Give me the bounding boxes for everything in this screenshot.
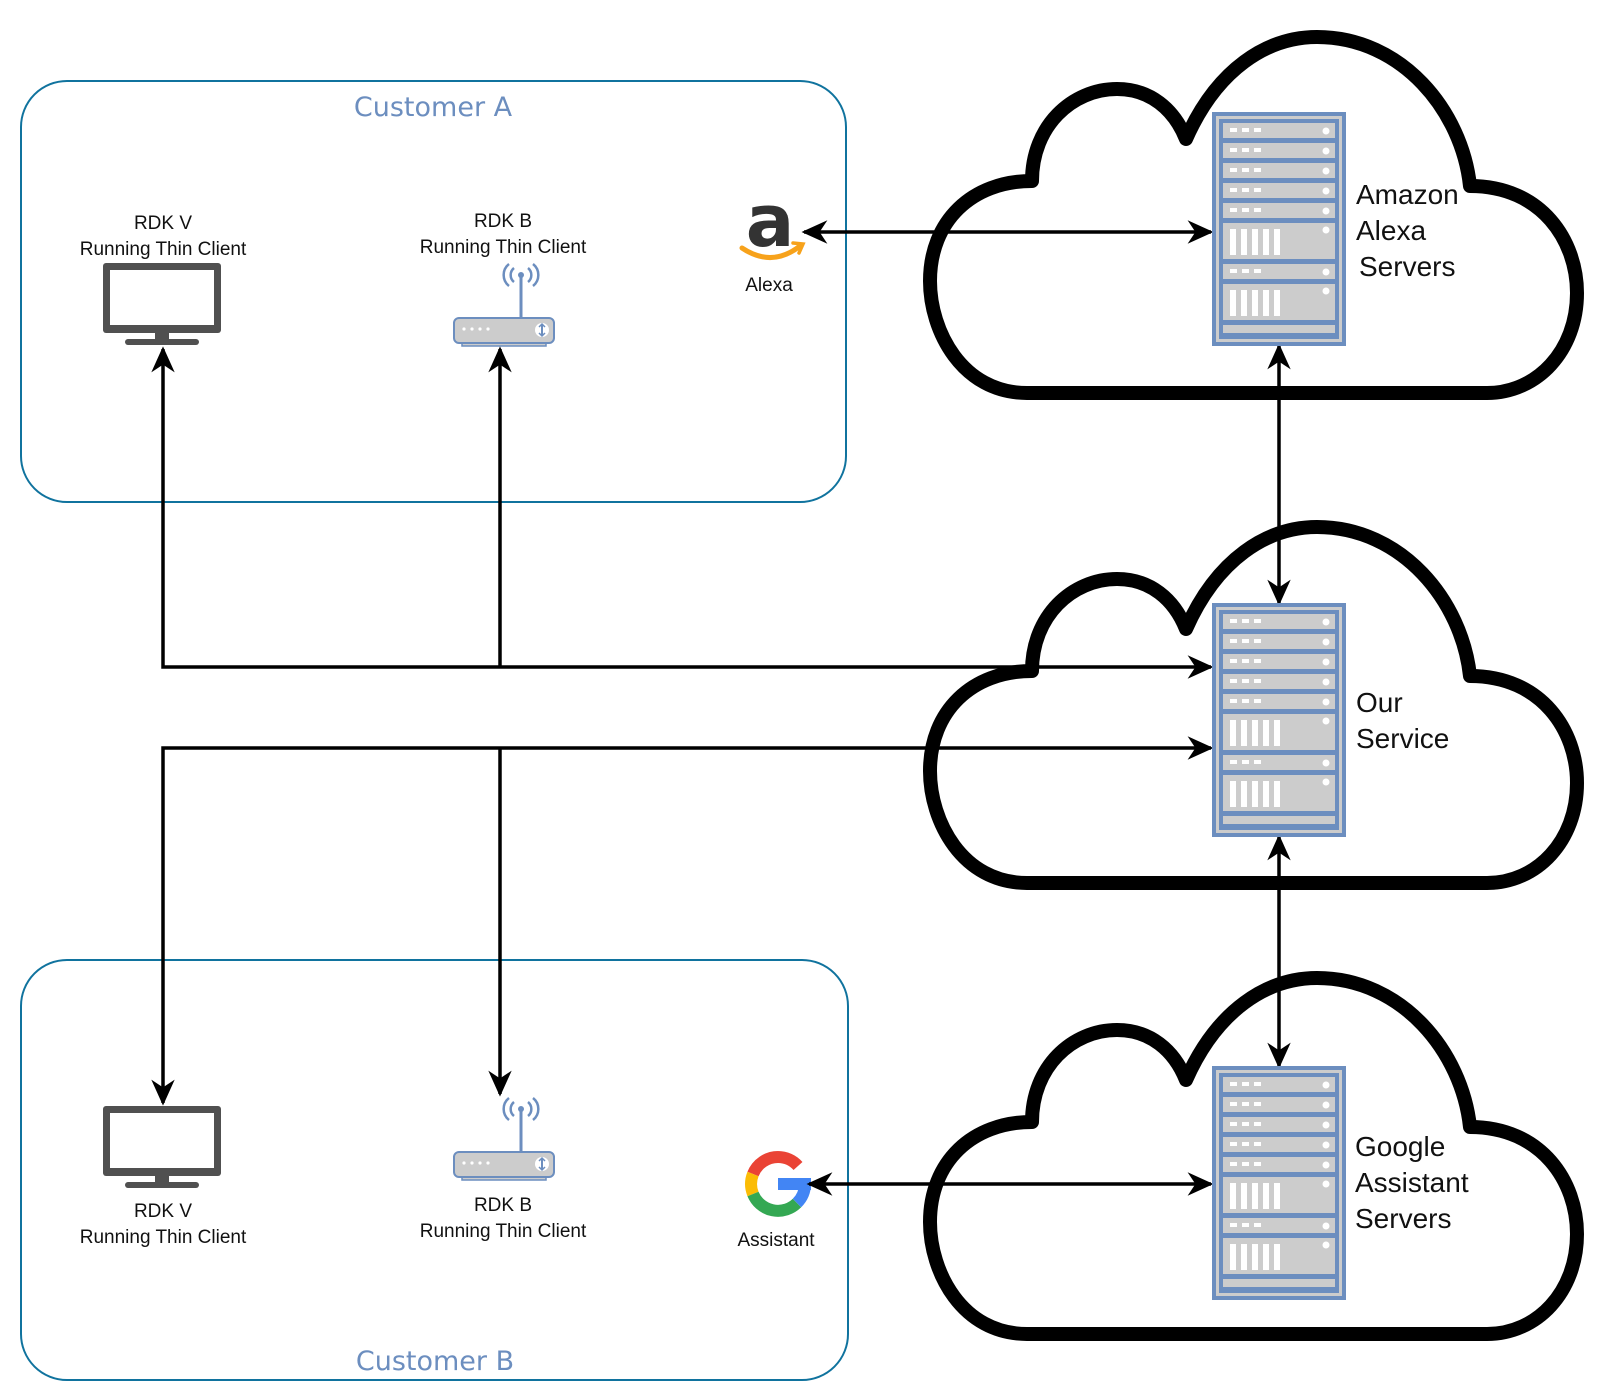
google-cloud-label-line3: Servers <box>1355 1203 1451 1234</box>
google-cloud-label-line2: Assistant <box>1355 1167 1469 1198</box>
customer-a-tv-label-line2: Running Thin Client <box>80 239 247 260</box>
server-rack-icon[interactable] <box>1212 603 1346 837</box>
alexa-label: Alexa <box>745 275 793 296</box>
alexa-cloud-label-line1: Amazon <box>1356 179 1459 210</box>
customer-a-tv-label-line1: RDK V <box>134 213 192 234</box>
connections <box>151 220 1291 1196</box>
customer-b-router-label-line1: RDK B <box>474 1195 532 1216</box>
google-logo-icon[interactable] <box>745 1151 811 1217</box>
customer-a-group: Customer A RDK V Running Thin Client RDK… <box>20 80 847 503</box>
customer-a-title: Customer A <box>354 92 513 123</box>
tv-monitor-icon[interactable] <box>103 263 221 345</box>
customer-a-router-label-line1: RDK B <box>474 211 532 232</box>
customer-b-tv-to-service-arrow <box>151 736 1214 1106</box>
customer-b-tv-label-line1: RDK V <box>134 1201 192 1222</box>
wifi-router-icon[interactable] <box>452 1096 556 1182</box>
server-rack-icon[interactable] <box>1212 112 1346 346</box>
amazon-logo-icon[interactable]: a <box>739 179 806 263</box>
customer-b-router-label-line2: Running Thin Client <box>420 1221 587 1242</box>
tv-monitor-icon[interactable] <box>103 1106 221 1188</box>
customer-a-router-label-line2: Running Thin Client <box>420 237 587 258</box>
wifi-router-icon[interactable] <box>452 262 556 348</box>
server-rack-icon[interactable] <box>1212 1066 1346 1300</box>
service-cloud-label-line1: Our <box>1356 687 1403 718</box>
service-cloud-label-line2: Service <box>1356 723 1449 754</box>
customer-a-tv-to-service-arrow <box>151 346 1214 679</box>
alexa-cloud-label-line3: Servers <box>1359 251 1455 282</box>
customer-b-group: Customer B RDK V Running Thin Client RDK… <box>20 959 849 1381</box>
customer-b-title: Customer B <box>356 1346 514 1377</box>
svg-text:a: a <box>746 179 795 263</box>
google-cloud-label-line1: Google <box>1355 1131 1445 1162</box>
alexa-cloud-label-line2: Alexa <box>1356 215 1426 246</box>
customer-b-tv-label-line2: Running Thin Client <box>80 1227 247 1248</box>
assistant-label: Assistant <box>737 1230 815 1251</box>
